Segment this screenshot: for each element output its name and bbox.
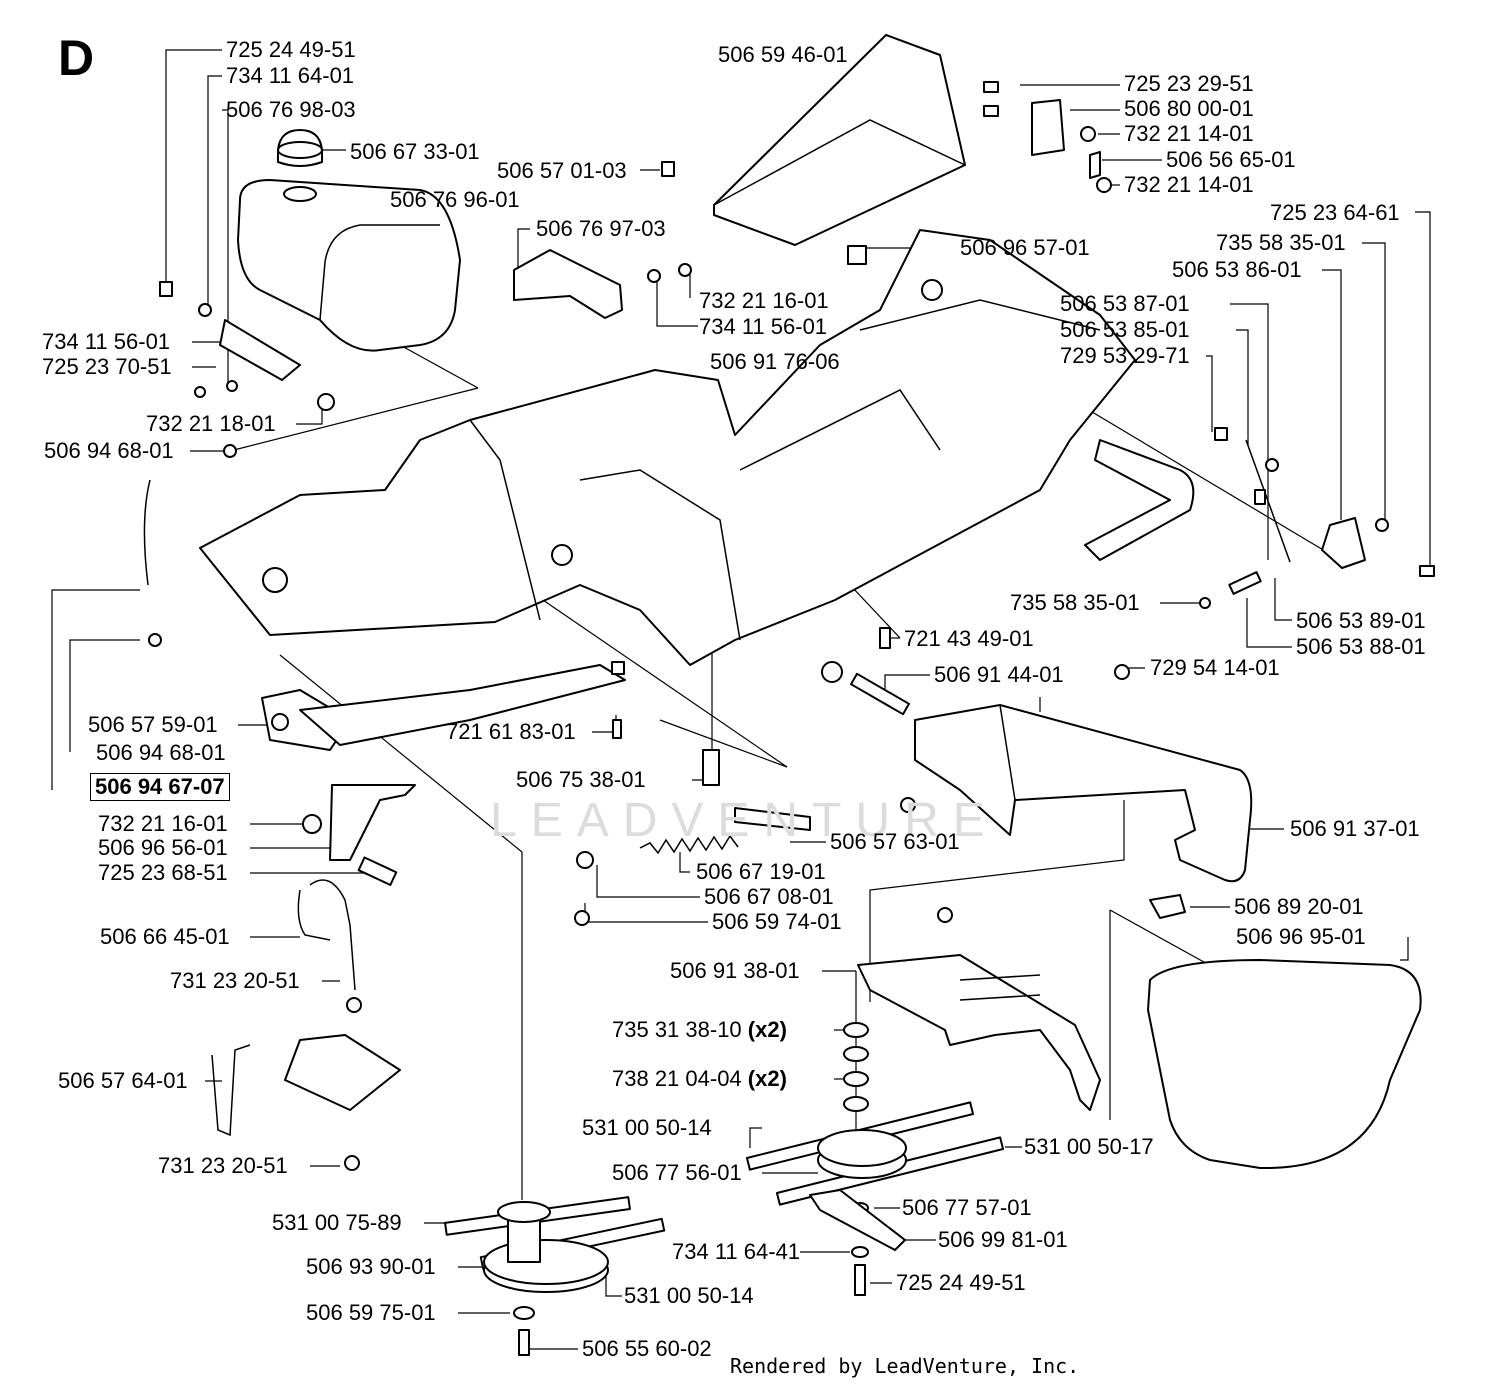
part-callout[interactable]: 506 80 00-01 <box>1124 96 1254 121</box>
part-callout[interactable]: 506 59 74-01 <box>712 909 842 934</box>
part-callout[interactable]: 732 21 16-01 <box>98 811 228 836</box>
part-callout[interactable]: 732 21 18-01 <box>146 411 276 436</box>
part-callout[interactable]: 506 94 68-01 <box>96 740 226 765</box>
part-callout[interactable]: 506 59 46-01 <box>718 42 848 67</box>
part-callout[interactable]: 721 61 83-01 <box>446 719 576 744</box>
part-callout[interactable]: 725 23 68-51 <box>98 860 228 885</box>
seat-plate <box>713 34 966 246</box>
part-callout[interactable]: 506 55 60-02 <box>582 1336 712 1361</box>
part-callout[interactable]: 725 24 49-51 <box>226 37 356 62</box>
part-number: 738 21 04-04 <box>612 1066 742 1091</box>
part-callout[interactable]: 506 76 98-03 <box>226 97 356 122</box>
part-callout[interactable]: 506 67 08-01 <box>704 884 834 909</box>
part-callout[interactable]: 735 58 35-01 <box>1010 590 1140 615</box>
render-credit: Rendered by LeadVenture, Inc. <box>730 1354 1080 1378</box>
mount-bracket <box>211 784 416 1171</box>
part-callout[interactable]: 506 96 95-01 <box>1236 924 1366 949</box>
part-callout[interactable]: 506 76 96-01 <box>390 187 520 212</box>
part-callout[interactable]: 506 53 87-01 <box>1060 291 1190 316</box>
part-callout[interactable]: 738 21 04-04 (x2) <box>612 1066 787 1092</box>
bearing-stack <box>843 1022 869 1112</box>
spring-linkage <box>574 749 811 926</box>
part-callout[interactable]: 506 57 63-01 <box>830 829 960 854</box>
part-callout[interactable]: 725 23 29-51 <box>1124 71 1254 96</box>
assembly-part-number[interactable]: 506 94 67-07 <box>90 773 230 801</box>
part-callout[interactable]: 506 91 44-01 <box>934 662 1064 687</box>
part-callout[interactable]: 506 77 57-01 <box>902 1195 1032 1220</box>
part-callout[interactable]: 506 66 45-01 <box>100 924 230 949</box>
part-callout[interactable]: 531 00 75-89 <box>272 1210 402 1235</box>
part-callout[interactable]: 734 11 56-01 <box>42 329 171 354</box>
part-callout[interactable]: 506 67 19-01 <box>696 859 826 884</box>
part-callout[interactable]: 506 96 57-01 <box>960 235 1090 260</box>
part-callout[interactable]: 721 43 49-01 <box>904 626 1034 651</box>
section-letter: D <box>58 30 95 86</box>
tank-brackets <box>219 249 623 381</box>
fuel-cap <box>277 129 323 167</box>
part-callout[interactable]: 734 11 64-01 <box>226 63 355 88</box>
part-callout[interactable]: 732 21 16-01 <box>699 288 829 313</box>
part-callout[interactable]: 732 21 14-01 <box>1124 172 1254 197</box>
part-callout[interactable]: 731 23 20-51 <box>170 968 300 993</box>
part-callout[interactable]: 506 53 88-01 <box>1296 634 1426 659</box>
part-callout[interactable]: 531 00 50-14 <box>624 1283 754 1308</box>
part-callout[interactable]: 725 24 49-51 <box>896 1270 1026 1295</box>
watermark: LEADVENTURE <box>490 794 999 847</box>
part-number: 735 31 38-10 <box>612 1017 742 1042</box>
part-callout[interactable]: 506 53 85-01 <box>1060 317 1190 342</box>
handle-tube <box>1084 439 1195 561</box>
part-callout[interactable]: 506 91 76-06 <box>710 349 840 374</box>
part-callout[interactable]: 735 58 35-01 <box>1216 230 1346 255</box>
part-callout[interactable]: 506 57 59-01 <box>88 712 218 737</box>
part-callout[interactable]: 506 76 97-03 <box>536 216 666 241</box>
part-callout[interactable]: 729 53 29-71 <box>1060 343 1190 368</box>
part-callout[interactable]: 506 57 01-03 <box>497 158 627 183</box>
part-callout[interactable]: 506 59 75-01 <box>306 1300 436 1325</box>
side-cover <box>1147 959 1422 1170</box>
left-pulley-assembly <box>444 1196 666 1356</box>
part-callout[interactable]: 506 77 56-01 <box>612 1160 742 1185</box>
part-callout[interactable]: 734 11 56-01 <box>699 314 828 339</box>
part-callout[interactable]: 506 53 86-01 <box>1172 257 1302 282</box>
part-callout[interactable]: 506 56 65-01 <box>1166 147 1296 172</box>
belt-guard <box>857 954 1101 1111</box>
part-callout[interactable]: 732 21 14-01 <box>1124 121 1254 146</box>
part-callout[interactable]: 731 23 20-51 <box>158 1153 288 1178</box>
part-callout[interactable]: 506 89 20-01 <box>1234 894 1364 919</box>
part-callout[interactable]: 506 91 38-01 <box>670 958 800 983</box>
part-callout[interactable]: 729 54 14-01 <box>1150 655 1280 680</box>
part-callout[interactable]: 506 67 33-01 <box>350 139 480 164</box>
part-callout[interactable]: 734 11 64-41 <box>672 1239 801 1264</box>
part-callout[interactable]: 506 75 38-01 <box>516 767 646 792</box>
part-callout[interactable]: 735 31 38-10 (x2) <box>612 1017 787 1043</box>
part-callout[interactable]: 506 94 68-01 <box>44 438 174 463</box>
part-callout[interactable]: 531 00 50-14 <box>582 1115 712 1140</box>
right-pulley-assembly <box>745 1101 1005 1296</box>
part-callout[interactable]: 506 91 37-01 <box>1290 816 1420 841</box>
belt-cover <box>914 704 1253 883</box>
part-callout[interactable]: 506 99 81-01 <box>938 1227 1068 1252</box>
fasteners <box>143 81 1435 923</box>
part-callout[interactable]: 725 23 64-61 <box>1270 200 1400 225</box>
chassis-frame <box>199 229 1136 666</box>
part-callout[interactable]: 725 23 70-51 <box>42 354 172 379</box>
lower-frame <box>261 664 626 751</box>
quantity-multiplier: (x2) <box>747 1017 787 1042</box>
part-callout[interactable]: 531 00 50-17 <box>1024 1134 1154 1159</box>
part-callout[interactable]: 506 96 56-01 <box>98 835 228 860</box>
part-callout[interactable]: 506 57 64-01 <box>58 1068 188 1093</box>
part-callout[interactable]: 506 93 90-01 <box>306 1254 436 1279</box>
part-callout[interactable]: 506 53 89-01 <box>1296 608 1426 633</box>
quantity-multiplier: (x2) <box>747 1066 787 1091</box>
fuel-tank <box>237 179 461 352</box>
